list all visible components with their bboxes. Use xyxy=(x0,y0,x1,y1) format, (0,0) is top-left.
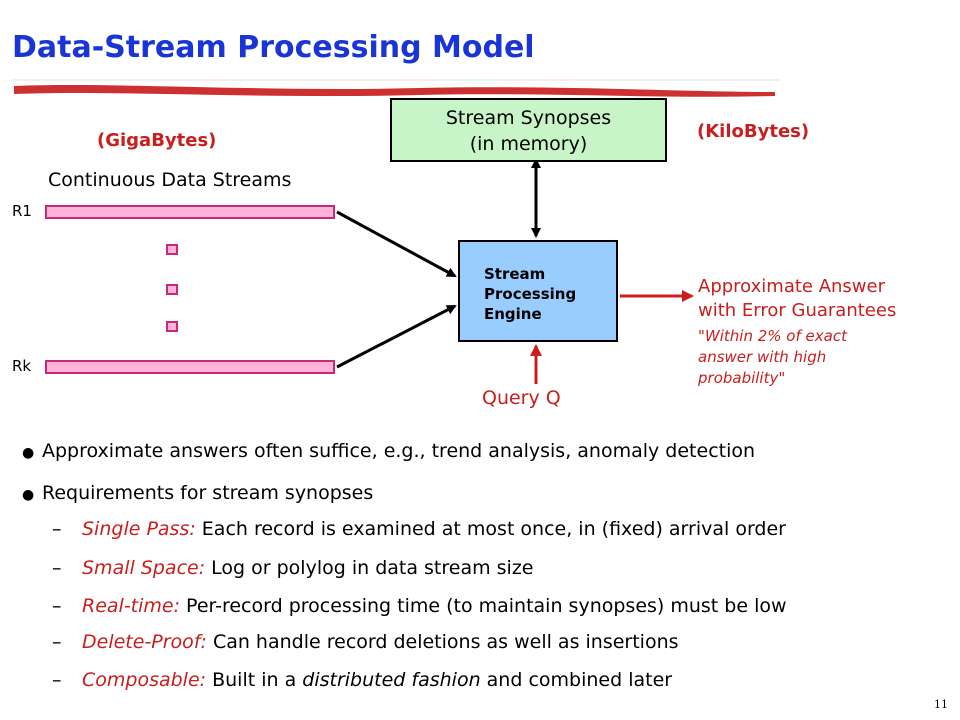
title-underline xyxy=(12,79,780,97)
stream-bar-r1 xyxy=(45,205,335,219)
requirement-text: Can handle record deletions as well as i… xyxy=(206,631,679,653)
quote-line: probability" xyxy=(698,369,786,387)
quote-line: answer with high xyxy=(698,348,827,366)
requirement-term: Single Pass: xyxy=(82,518,196,540)
bullet-icon: ● xyxy=(22,487,35,503)
stream-bar-rk xyxy=(45,360,335,374)
requirement-term: Composable: xyxy=(82,669,207,691)
quote-line: "Within 2% of exact xyxy=(698,327,847,345)
requirement-text: Built in a xyxy=(206,669,303,691)
stream-label-r1: R1 xyxy=(12,202,32,220)
stream-processing-engine-box: Stream Processing Engine xyxy=(458,240,618,342)
approximate-answer-label: Approximate Answer with Error Guarantees xyxy=(698,275,896,323)
query-label: Query Q xyxy=(482,387,561,409)
requirement-text: Log or polylog in data stream size xyxy=(205,557,534,579)
ellipsis-dot xyxy=(166,321,178,332)
requirement-text: Each record is examined at most once, in… xyxy=(195,518,786,540)
bullet-item: ● Approximate answers often suffice, e.g.… xyxy=(22,440,755,462)
bullet-icon: ● xyxy=(22,445,35,461)
answer-line: with Error Guarantees xyxy=(698,300,897,321)
streams-label: Continuous Data Streams xyxy=(48,169,292,191)
requirement-item: –Real-time: Per-record processing time (… xyxy=(52,595,787,617)
gigabytes-label: (GigaBytes) xyxy=(97,130,217,151)
requirement-term: Real-time: xyxy=(82,595,180,617)
synopses-title: Stream Synopses xyxy=(445,107,612,129)
bullet-text: Requirements for stream synopses xyxy=(42,482,374,504)
page-number: 11 xyxy=(934,698,948,711)
synopses-subtitle: (in memory) xyxy=(469,133,588,155)
requirement-text: and combined later xyxy=(480,669,673,691)
ellipsis-dot xyxy=(166,284,178,295)
bullet-text: Approximate answers often suffice, e.g.,… xyxy=(42,440,756,462)
requirement-text: Per-record processing time (to maintain … xyxy=(180,595,787,617)
engine-label-line: Engine xyxy=(484,305,542,323)
stream-synopses-box: Stream Synopses (in memory) xyxy=(390,98,667,162)
ellipsis-dot xyxy=(166,244,178,255)
engine-label-line: Stream xyxy=(484,265,546,283)
bullet-item: ● Requirements for stream synopses xyxy=(22,482,373,504)
kilobytes-label: (KiloBytes) xyxy=(697,121,810,142)
requirement-text-italic: distributed fashion xyxy=(302,669,481,691)
stream-label-rk: Rk xyxy=(12,357,32,375)
requirement-term: Small Space: xyxy=(82,557,206,579)
requirement-term: Delete-Proof: xyxy=(82,631,207,653)
requirement-item: –Delete-Proof: Can handle record deletio… xyxy=(52,631,679,653)
requirement-item: –Small Space: Log or polylog in data str… xyxy=(52,557,534,579)
requirement-item: –Single Pass: Each record is examined at… xyxy=(52,518,786,540)
arrow-rk-to-engine xyxy=(336,304,457,369)
answer-line: Approximate Answer xyxy=(698,276,885,297)
answer-quote: "Within 2% of exact answer with high pro… xyxy=(698,326,847,389)
arrow-r1-to-engine xyxy=(336,210,457,278)
engine-label-line: Processing xyxy=(484,285,577,303)
page-title: Data-Stream Processing Model xyxy=(12,30,535,65)
requirement-item: –Composable: Built in a distributed fash… xyxy=(52,669,673,691)
